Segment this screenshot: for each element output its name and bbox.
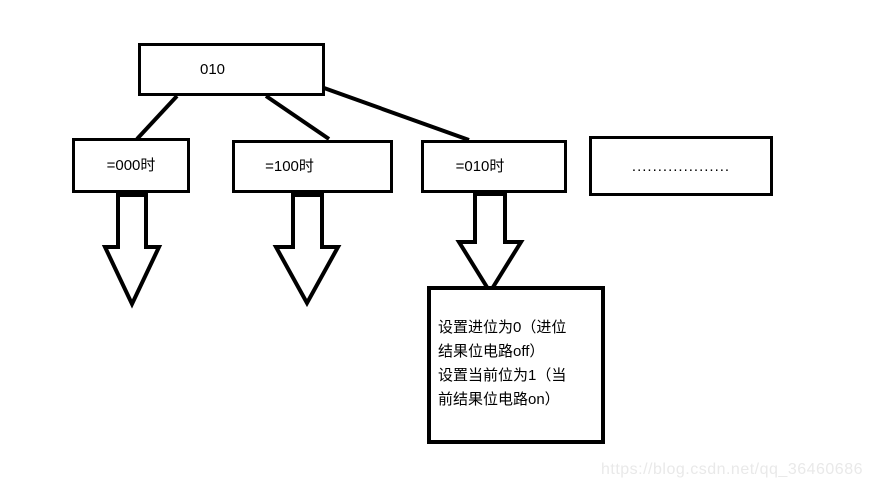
down-arrow-010-icon <box>455 192 525 296</box>
branch-node-010: =010时 <box>421 140 567 193</box>
branch-node-label: =000时 <box>106 157 156 174</box>
connector-root-to-010 <box>323 86 470 142</box>
branch-node-label: =100时 <box>265 158 314 175</box>
root-node-010: 010 <box>138 43 325 96</box>
root-node-label: 010 <box>199 61 226 78</box>
csdn-watermark: https://blog.csdn.net/qq_36460686 <box>600 461 863 478</box>
detail-node-010-action: 设置进位为0（进位 结果位电路off） 设置当前位为1（当 前结果位电路on） <box>427 286 605 444</box>
detail-text-line: 前结果位电路on） <box>438 391 560 408</box>
branch-node-ellipsis: ................... <box>589 136 773 196</box>
branch-node-000: =000时 <box>72 138 190 193</box>
detail-text-line: 设置当前位为1（当 <box>438 367 567 384</box>
branch-node-100: =100时 <box>232 140 393 193</box>
down-arrow-100-icon <box>272 193 342 308</box>
connector-root-to-000 <box>135 94 179 141</box>
branch-node-label: ................... <box>631 157 731 175</box>
branch-node-label: =010时 <box>455 158 505 175</box>
connector-root-to-100 <box>264 94 331 141</box>
detail-text-line: 设置进位为0（进位 <box>438 319 567 336</box>
down-arrow-000-icon <box>101 193 163 309</box>
detail-text-line: 结果位电路off） <box>438 343 545 360</box>
